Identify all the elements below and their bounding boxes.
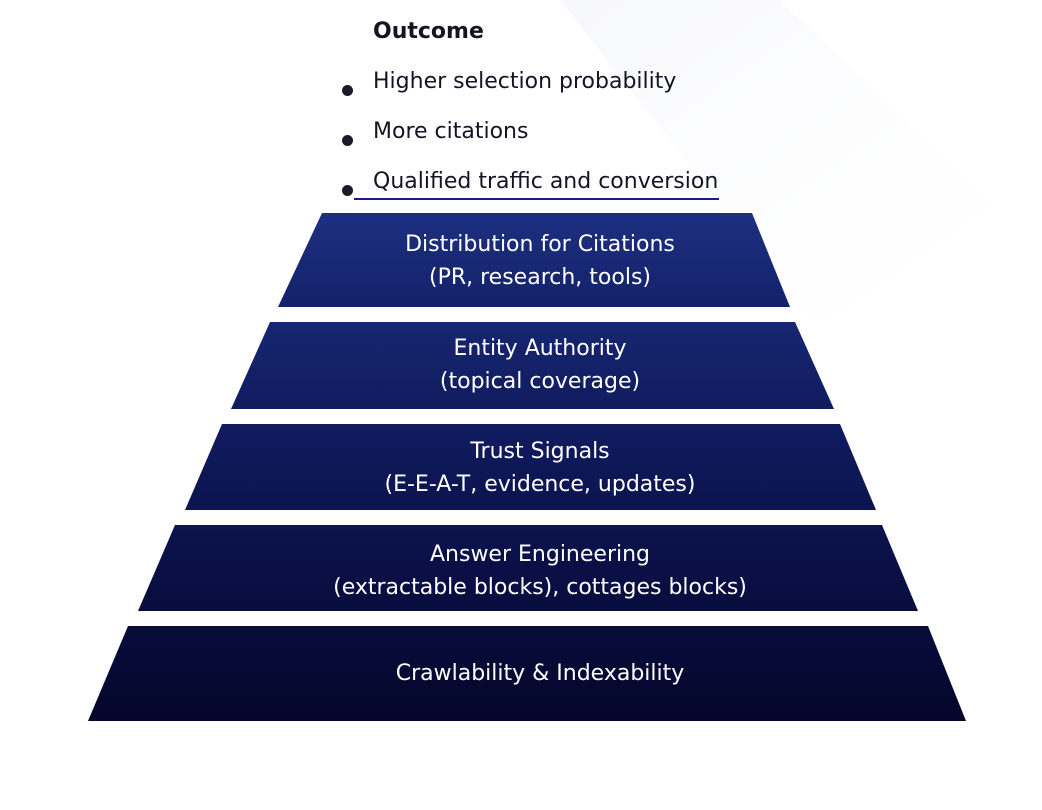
bullet-icon <box>342 185 353 196</box>
bullet-icon <box>342 85 353 96</box>
pyramid-layer-3-shape <box>185 424 876 510</box>
pyramid-layer-1-label: Distribution for Citations (PR, research… <box>240 228 840 294</box>
outcome-item-text: Higher selection probability <box>373 69 677 94</box>
layer-title: Answer Engineering <box>429 542 651 567</box>
pyramid-layer-4-label: Answer Engineering (extractable blocks),… <box>240 538 840 604</box>
outcome-item-text: More citations <box>373 119 529 144</box>
pyramid-layer-2-label: Entity Authority (topical coverage) <box>240 332 840 398</box>
pyramid-layer-4-shape <box>138 525 918 611</box>
outcome-item: Higher selection probability <box>340 66 718 116</box>
pyramid-layer-5-shape <box>88 626 966 721</box>
outcome-item: More citations <box>340 116 718 166</box>
pyramid-layer-1-shape <box>278 213 790 307</box>
layer-title: Crawlability & Indexability <box>395 661 685 686</box>
outcome-list: Higher selection probability More citati… <box>340 66 718 216</box>
layer-subtitle: (E-E-A-T, evidence, updates) <box>384 472 696 497</box>
outcome-item: Qualified traffic and conversion <box>340 166 718 216</box>
outcome-item-text: Qualified traffic and conversion <box>373 169 719 194</box>
layer-subtitle: (topical coverage) <box>439 369 641 394</box>
pyramid-layer-5-label: Crawlability & Indexability <box>240 657 840 690</box>
pyramid-layer-3-label: Trust Signals (E-E-A-T, evidence, update… <box>240 435 840 501</box>
layer-subtitle: (PR, research, tools) <box>429 265 651 290</box>
layer-title: Trust Signals <box>470 439 610 464</box>
outcome-heading: Outcome <box>373 19 484 44</box>
layer-subtitle: (extractable blocks), cottages blocks) <box>333 575 747 600</box>
outcome-divider-line <box>354 198 719 200</box>
bullet-icon <box>342 135 353 146</box>
layer-title: Distribution for Citations <box>405 232 675 257</box>
pyramid-layer-2-shape <box>231 322 834 409</box>
layer-title: Entity Authority <box>453 336 627 361</box>
